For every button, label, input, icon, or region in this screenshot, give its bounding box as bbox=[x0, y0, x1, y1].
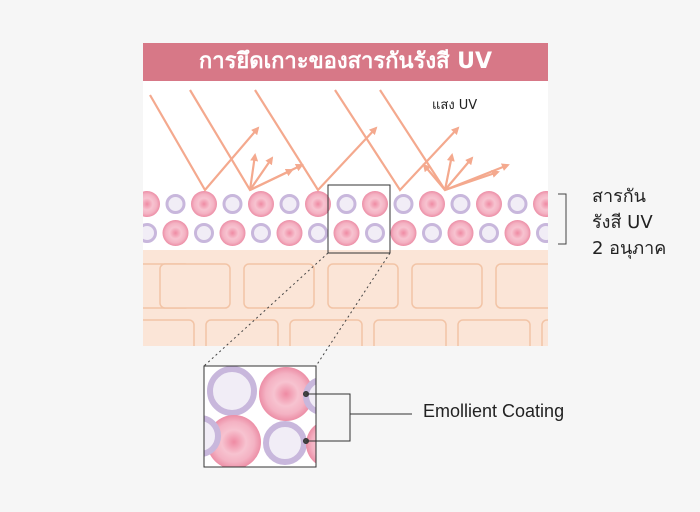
skin-cell bbox=[205, 319, 279, 346]
uv-filter-particle-ring bbox=[536, 223, 548, 243]
skin-cell bbox=[289, 319, 363, 346]
uv-filter-particle-pink bbox=[162, 220, 189, 246]
uv-filter-particle-pink bbox=[333, 220, 360, 246]
uv-filter-particle-ring bbox=[336, 194, 357, 214]
uv-light-label: แสง UV bbox=[432, 98, 478, 113]
uv-filter-particle-pink bbox=[447, 220, 474, 246]
uv-filter-particle-ring bbox=[422, 223, 442, 243]
skin-layer bbox=[143, 250, 548, 346]
skin-cell bbox=[495, 263, 548, 309]
uv-filter-particle-ring bbox=[308, 223, 328, 243]
uv-filter-label: สารกัน รังสี UV 2 อนุภาค bbox=[592, 184, 666, 262]
uv-filter-label-line: สารกัน bbox=[592, 186, 646, 207]
uv-filter-particle-ring bbox=[165, 194, 186, 214]
skin-cell bbox=[373, 319, 447, 346]
emollient-coating-label: Emollient Coating bbox=[423, 401, 565, 421]
skin-cell bbox=[143, 319, 195, 346]
uv-filter-particle-ring bbox=[194, 223, 214, 243]
uv-filter-particle-pink bbox=[419, 191, 445, 217]
uv-rays bbox=[149, 89, 510, 192]
particle-layer bbox=[143, 191, 548, 246]
uv-filter-particle-ring bbox=[507, 194, 528, 214]
skin-cell bbox=[457, 319, 531, 346]
skin-cell bbox=[243, 263, 315, 309]
diagram-title: การยึดเกาะของสารกันรังสี UV bbox=[143, 43, 548, 81]
uv-filter-particle-ring bbox=[479, 223, 499, 243]
uv-filter-particle-ring bbox=[251, 223, 271, 243]
skin-cell bbox=[159, 263, 231, 309]
skin-cell bbox=[541, 319, 548, 346]
uv-filter-particle-ring bbox=[365, 223, 385, 243]
uv-filter-particle-pink bbox=[305, 191, 331, 217]
skin-cell bbox=[411, 263, 483, 309]
uv-filter-particle-pink bbox=[362, 191, 388, 217]
uv-filter-particle-pink bbox=[533, 191, 548, 217]
zoom-source-box bbox=[327, 184, 391, 254]
uv-filter-label-line: รังสี UV bbox=[592, 212, 653, 233]
skin-cell bbox=[327, 263, 399, 309]
uv-filter-particle-pink bbox=[219, 220, 246, 246]
uv-filter-particle-ring bbox=[143, 223, 157, 243]
uv-filter-particle-ring bbox=[222, 194, 243, 214]
uv-filter-particle-ring bbox=[279, 194, 300, 214]
uv-filter-particle-pink bbox=[191, 191, 217, 217]
layer-bracket bbox=[558, 193, 567, 245]
uv-filter-particle-pink bbox=[248, 191, 274, 217]
zoom-inset bbox=[203, 365, 317, 468]
uv-filter-particle-pink bbox=[504, 220, 531, 246]
uv-filter-particle-ring bbox=[450, 194, 471, 214]
uv-filter-particle-ring bbox=[393, 194, 414, 214]
coating-pointer bbox=[303, 391, 412, 444]
uv-filter-particle-pink bbox=[390, 220, 417, 246]
uv-filter-particle-pink bbox=[143, 191, 160, 217]
uv-filter-label-line: 2 อนุภาค bbox=[592, 238, 667, 259]
uv-filter-particle-pink bbox=[476, 191, 502, 217]
uv-filter-particle-pink bbox=[276, 220, 303, 246]
